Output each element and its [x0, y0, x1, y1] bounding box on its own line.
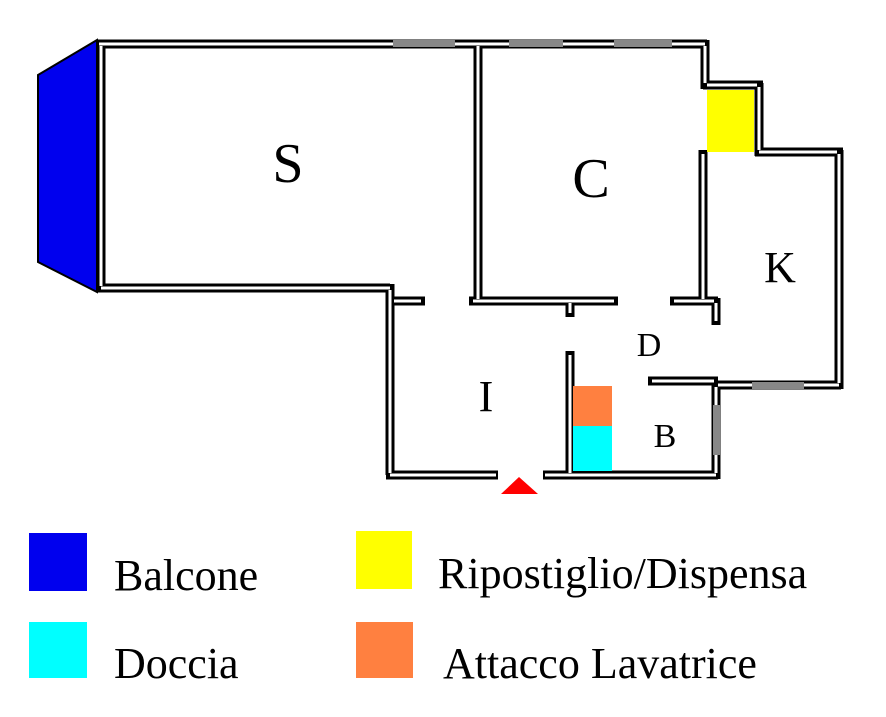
room-label-b: B	[654, 418, 677, 455]
windows	[393, 40, 804, 455]
room-label-d: D	[637, 327, 662, 364]
room-label-s: S	[272, 133, 303, 195]
entrance-triangle-icon	[501, 477, 538, 494]
room-label-c: C	[572, 148, 609, 210]
legend-swatch-doccia	[29, 622, 87, 678]
balcone-zone	[37, 38, 98, 294]
legend-label-balcone: Balcone	[114, 551, 258, 600]
legend-swatch-lavatrice	[356, 622, 413, 678]
window-b	[713, 405, 720, 455]
window-c-1	[509, 40, 563, 47]
legend-label-lavatrice: Attacco Lavatrice	[443, 639, 757, 688]
lavatrice-zone	[573, 386, 612, 426]
window-c-2	[614, 40, 672, 47]
doccia-zone	[573, 426, 612, 471]
window-s	[393, 40, 455, 47]
legend-label-ripostiglio: Ripostiglio/Dispensa	[438, 549, 807, 598]
legend-label-doccia: Doccia	[114, 639, 239, 688]
room-label-k: K	[764, 243, 796, 292]
window-k	[752, 382, 804, 389]
ripostiglio-zone	[707, 90, 754, 152]
room-label-i: I	[479, 372, 494, 421]
legend-swatch-ripostiglio	[356, 531, 412, 589]
legend-swatch-balcone	[29, 533, 87, 591]
legend: Balcone Ripostiglio/Dispensa Doccia Atta…	[29, 531, 807, 688]
